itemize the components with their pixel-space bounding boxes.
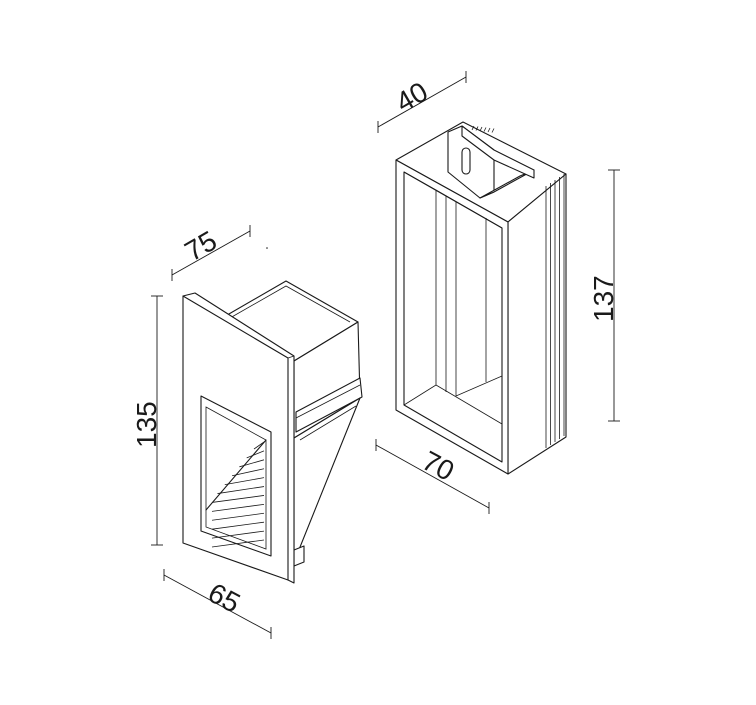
light-opening xyxy=(200,395,272,557)
louvre-slat xyxy=(211,539,265,548)
rear-box-inner-top xyxy=(435,189,503,229)
front-unit-housing-rim xyxy=(229,285,351,323)
bracket-tooth xyxy=(475,126,479,131)
rear-box-bracket-top xyxy=(461,125,535,179)
dim-label-70: 70 xyxy=(417,445,459,487)
bracket-tooth xyxy=(471,125,475,131)
louvre-slat xyxy=(211,512,265,521)
bracket-tooth xyxy=(491,128,495,133)
rear-box-inner-left xyxy=(403,171,437,406)
louvre-slat xyxy=(217,486,265,494)
dim-label-65: 65 xyxy=(203,577,245,619)
rear-box-inner-floor xyxy=(435,384,503,425)
louvre-slat xyxy=(211,495,265,503)
louvre-slat xyxy=(246,450,265,459)
front-unit-clip-line xyxy=(295,384,361,419)
louvre-slat xyxy=(211,530,265,539)
bracket-teeth xyxy=(471,125,495,133)
louvre-slat xyxy=(253,441,265,450)
front-plate-corner xyxy=(287,355,295,359)
dim-label-137: 137 xyxy=(588,275,619,322)
rear-box-inner-ledge xyxy=(455,375,503,397)
front-unit-tab xyxy=(293,545,305,567)
dim-line-65 xyxy=(163,574,272,634)
rear-box xyxy=(395,121,567,475)
dim-line-75 xyxy=(171,230,251,276)
front-unit-taper-line xyxy=(299,405,357,441)
louvre-slat xyxy=(224,477,265,486)
louvre-slat xyxy=(211,503,265,512)
louvre-slat xyxy=(239,459,265,468)
bracket-tooth xyxy=(479,126,483,132)
dim-label-135: 135 xyxy=(131,401,162,448)
louvre-slat xyxy=(231,468,265,477)
dim-line-40 xyxy=(377,76,467,128)
louvre-slats xyxy=(211,441,265,548)
dim-label-75: 75 xyxy=(180,225,222,267)
bracket-slot xyxy=(461,147,471,175)
rear-box-side xyxy=(507,173,567,475)
louvre-slat xyxy=(211,521,265,530)
dim-dot xyxy=(266,247,268,249)
rear-box-ribs xyxy=(545,174,565,448)
bracket-tooth xyxy=(487,127,491,133)
light-opening-recess xyxy=(205,406,267,550)
bracket-tooth xyxy=(483,127,487,132)
front-unit-clip-band xyxy=(295,377,363,433)
front-unit xyxy=(182,280,363,584)
dim-line-70 xyxy=(375,444,490,509)
dim-label-40: 40 xyxy=(391,76,433,118)
